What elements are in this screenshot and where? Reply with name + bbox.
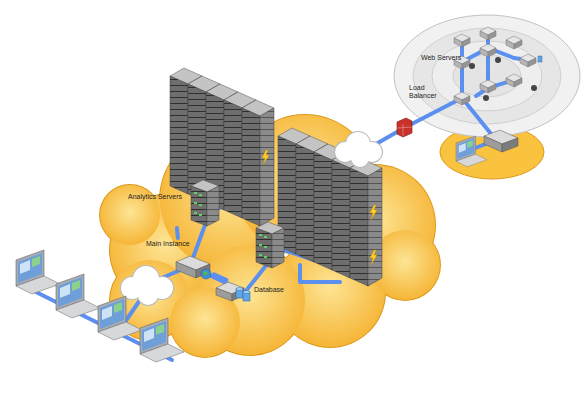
internet-cloud	[334, 131, 383, 168]
client-workstation	[456, 130, 518, 167]
web-server-icons	[454, 27, 542, 105]
analytics-servers: Analytics Servers	[128, 190, 222, 228]
main-instance: Main Instance	[146, 238, 214, 280]
server-rack-row	[278, 128, 382, 286]
server-rack-row	[170, 68, 274, 226]
internet-cloud	[120, 265, 174, 306]
load-balancer: Load Balancer	[409, 82, 449, 104]
network-link	[214, 274, 227, 280]
node-label: Load Balancer	[409, 84, 443, 100]
node-label: Analytics Servers	[128, 193, 182, 201]
node-label: Database	[254, 286, 284, 294]
analytics-rack	[191, 180, 219, 226]
node-label: Main Instance	[146, 240, 190, 248]
database: Database	[222, 280, 284, 304]
network-link	[177, 228, 178, 238]
main-instance-box	[176, 256, 211, 279]
web-zone: Web ServersLoad Balancer	[394, 15, 580, 137]
analytics-rack	[256, 222, 284, 268]
database-symbol	[216, 282, 250, 301]
node-label: Web Servers	[421, 54, 461, 62]
network-wire	[32, 35, 528, 360]
firewall-symbol	[397, 118, 412, 137]
client-laptops	[16, 250, 184, 362]
